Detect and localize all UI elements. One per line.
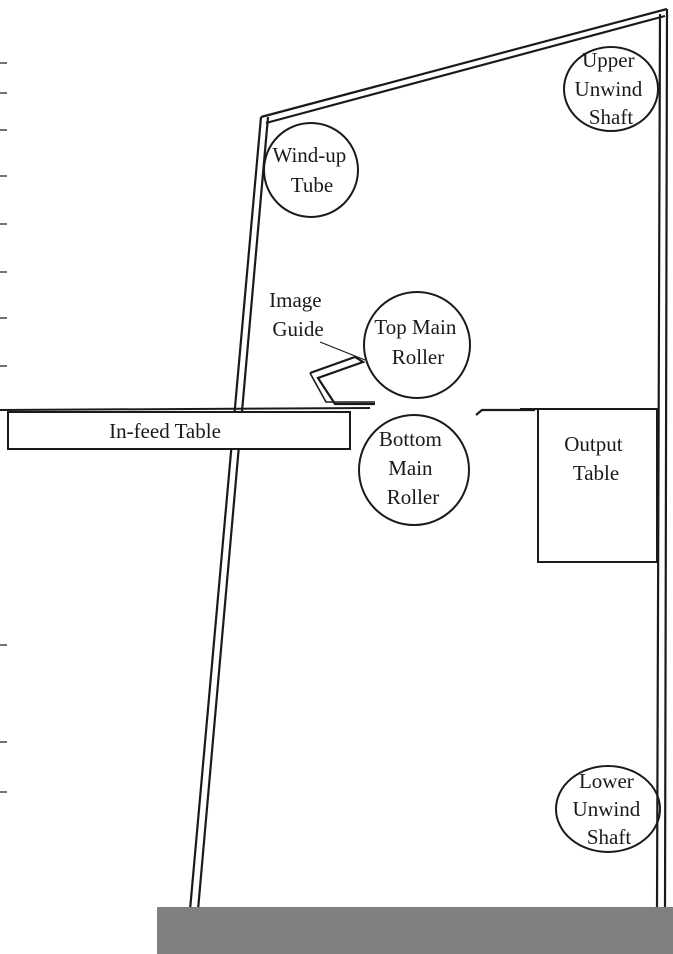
infeed-path-line [0, 407, 371, 411]
bottom-main-roller-label-3: Roller [387, 485, 440, 509]
machine-base [157, 907, 673, 954]
upper-unwind-shaft-label-3: Shaft [589, 105, 633, 129]
bottom-main-roller-label-1: Bottom [379, 427, 442, 451]
svg-text:Bottom Main Roller: Bottom Main Roller [379, 427, 447, 509]
image-guide-label: Image Guide [269, 288, 366, 361]
bottom-main-roller-circle [358, 414, 470, 526]
top-main-roller-label-1: Top Main [374, 315, 456, 339]
svg-text:Top Main Roller: Top Main Roller [374, 315, 461, 369]
top-main-roller-circle [363, 291, 471, 399]
svg-text:Image Guide: Image Guide [269, 288, 327, 341]
bottom-main-roller: Bottom Main Roller [358, 414, 470, 526]
lower-unwind-shaft: Lower Unwind Shaft [555, 765, 661, 853]
image-guide-leader-line [319, 341, 366, 361]
wind-up-tube-label-1: Wind-up [272, 143, 346, 167]
wind-up-tube-label-2: Tube [291, 173, 333, 197]
infeed-table: In-feed Table [7, 411, 351, 450]
margin-tick-marks [0, 62, 7, 793]
output-table: Output Table [520, 408, 658, 563]
lower-unwind-shaft-label-2: Unwind [573, 797, 641, 821]
output-guide [475, 408, 535, 416]
svg-text:Lower Unwind Shaft: Lower Unwind Shaft [573, 769, 646, 849]
upper-unwind-shaft: Upper Unwind Shaft [563, 46, 659, 132]
machine-frame [188, 7, 669, 911]
output-table-label-1: Output [564, 432, 623, 456]
upper-unwind-shaft-circle [563, 46, 659, 132]
wind-up-tube: Wind-up Tube [263, 122, 359, 218]
svg-text:Upper Unwind Shaft: Upper Unwind Shaft [575, 48, 648, 129]
image-guide [309, 355, 375, 406]
output-table-box [520, 408, 658, 563]
lower-unwind-shaft-label-1: Lower [579, 769, 634, 793]
svg-text:Wind-up Tube: Wind-up Tube [272, 143, 351, 197]
top-main-roller: Top Main Roller [363, 291, 471, 399]
image-guide-inner [309, 372, 375, 403]
bottom-main-roller-label-2: Main [388, 456, 433, 480]
upper-unwind-shaft-label-1: Upper [582, 48, 634, 72]
infeed-table-box [7, 411, 351, 450]
image-guide-label-1: Image [269, 288, 321, 312]
lower-unwind-shaft-label-3: Shaft [587, 825, 631, 849]
output-table-label-2: Table [573, 461, 619, 485]
image-guide-label-2: Guide [272, 317, 323, 341]
upper-unwind-shaft-label-2: Unwind [575, 77, 643, 101]
infeed-table-label: In-feed Table [109, 419, 221, 443]
wind-up-tube-circle [263, 122, 359, 218]
top-main-roller-label-2: Roller [392, 345, 445, 369]
lower-unwind-shaft-circle [555, 765, 661, 853]
svg-text:Output Table: Output Table [564, 432, 628, 485]
